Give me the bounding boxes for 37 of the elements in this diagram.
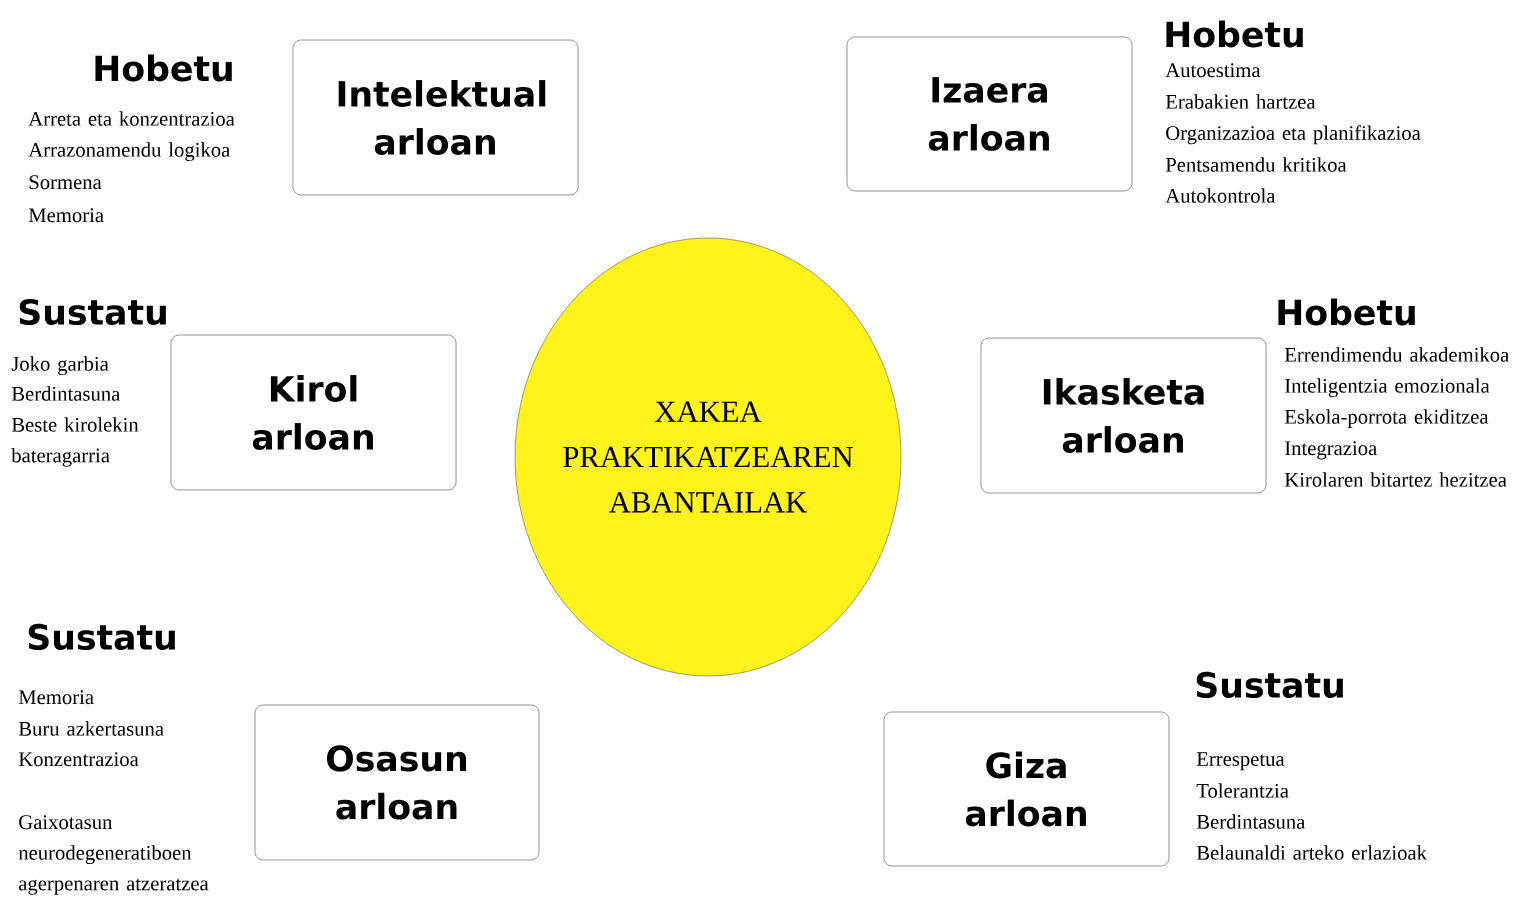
- list-item: Beste kirolekin bateragarria: [11, 417, 139, 467]
- area-box: Izaera arloan: [846, 36, 1133, 192]
- heading: Hobetu: [95, 54, 232, 82]
- area-box: Kirol arloan: [170, 334, 457, 491]
- heading: Hobetu: [1166, 20, 1303, 48]
- area-box: Ikasketa arloan: [980, 337, 1267, 494]
- list-item: Inteligentzia emozionala: [1285, 378, 1490, 398]
- list-item: Integrazioa: [1285, 441, 1377, 460]
- list-item: Autokontrola: [1165, 188, 1276, 203]
- list-item: Belaunaldi arteko erlazioak: [1196, 845, 1427, 860]
- area-box: Intelektual arloan: [292, 39, 579, 196]
- list-item: Pentsamendu kritikoa: [1165, 157, 1347, 172]
- list-item: Gaixotasun neurodegeneratiboen agerpenaren atzeratzea: [18, 815, 209, 895]
- list-item: Kirolaren bitartez hezitzea: [1284, 472, 1507, 487]
- list-item: Arreta eta konzentrazioa: [28, 111, 235, 126]
- list-item: Errespetua: [1196, 752, 1285, 771]
- list-item: Autoestima: [1165, 63, 1261, 78]
- list-item: Arrazonamendu logikoa: [28, 142, 230, 162]
- heading: Hobetu: [1278, 298, 1415, 326]
- list-item: Konzentrazioa: [18, 752, 139, 767]
- heading: Sustatu: [19, 298, 166, 326]
- list-item: Berdintasuna: [11, 386, 121, 401]
- area-box: Giza arloan: [883, 711, 1170, 867]
- list-item: Memoria: [28, 208, 104, 223]
- list-item: Errendimendu akademikoa: [1284, 347, 1509, 362]
- list-item: Joko garbia: [11, 356, 109, 376]
- list-item: Eskola-porrota ekiditzea: [1284, 409, 1489, 428]
- list-item: Sormena: [29, 175, 102, 190]
- heading: Sustatu: [1196, 671, 1343, 699]
- list-item: Berdintasuna: [1196, 814, 1306, 829]
- list-item: Memoria: [18, 690, 94, 705]
- list-item: Tolerantzia: [1196, 783, 1289, 798]
- list-item: Organizazioa eta planifikazioa: [1166, 125, 1421, 145]
- list-item: Erabakien hartzea: [1165, 94, 1316, 109]
- list-item: Buru azkertasuna: [18, 721, 164, 736]
- heading: Sustatu: [28, 623, 175, 651]
- area-box: Osasun arloan: [254, 704, 540, 861]
